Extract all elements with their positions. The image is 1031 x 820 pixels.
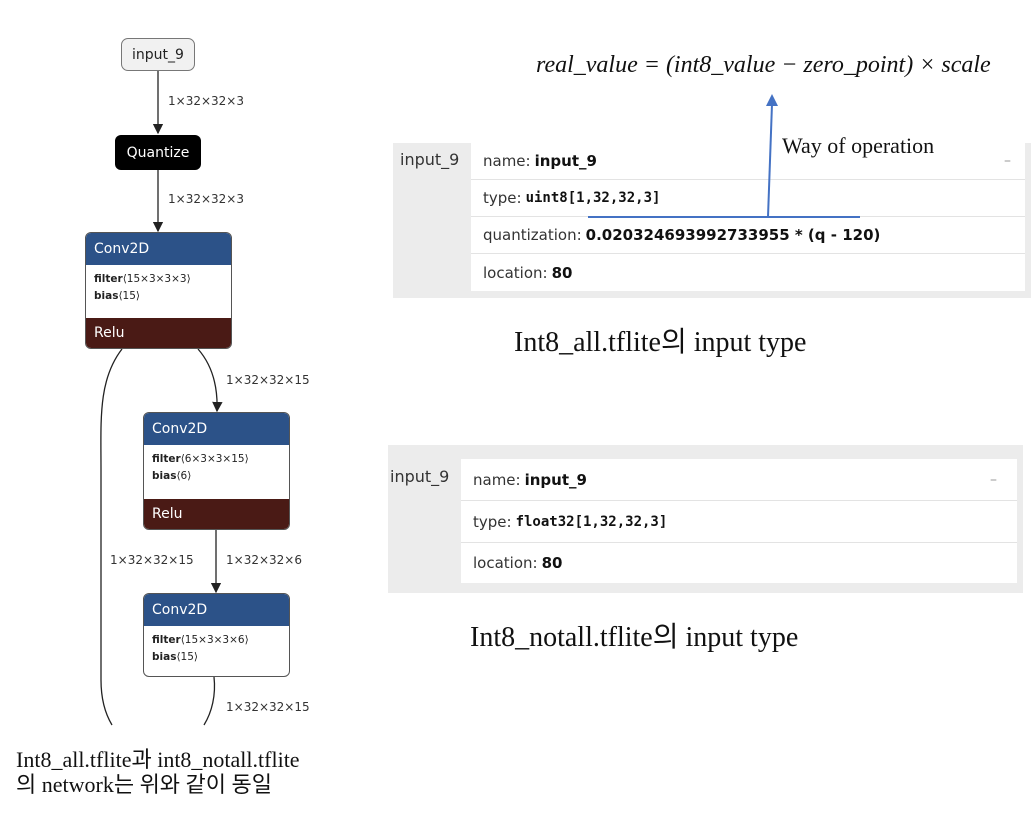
- panel-all-location-value: 80: [551, 263, 573, 282]
- properties-panel-int8-all: input_9 name: input_9 – type: uint8[1,32…: [393, 143, 1031, 298]
- panel-notall-type-value: float32[1,32,32,3]: [515, 513, 668, 530]
- conv2d-node-1-title: Conv2D: [86, 233, 231, 265]
- panel-all-quantization-row[interactable]: quantization: 0.020324693992733955 * (q …: [471, 217, 1025, 254]
- panel-notall-location-row[interactable]: location: 80: [461, 543, 1017, 583]
- conv2d-node-2-attributes: filter⟨6×3×3×15⟩ bias⟨6⟩: [144, 445, 289, 490]
- conv2d-node-1-attributes: filter⟨15×3×3×3⟩ bias⟨15⟩: [86, 265, 231, 310]
- edge-label-conv1-to-conv2: 1×32×32×15: [226, 373, 310, 387]
- conv2d-node-2-bias: bias⟨6⟩: [152, 470, 192, 482]
- panel-all-type-key: type:: [483, 189, 522, 207]
- conv2d-node-3-attributes: filter⟨15×3×3×6⟩ bias⟨15⟩: [144, 626, 289, 671]
- edge-label-quantize-to-conv1: 1×32×32×3: [168, 192, 244, 206]
- conv2d-node-1[interactable]: Conv2D filter⟨15×3×3×3⟩ bias⟨15⟩ Relu: [85, 232, 232, 349]
- panel-notall-name-row[interactable]: name: input_9 –: [461, 459, 1017, 501]
- caption-int8-all: Int8_all.tflite의 input type: [514, 327, 807, 358]
- panel-notall-type-key: type:: [473, 512, 512, 531]
- conv2d-node-3-filter: filter⟨15×3×3×6⟩: [152, 634, 249, 646]
- panel-notall-type-row[interactable]: type: float32[1,32,32,3]: [461, 501, 1017, 543]
- panel-notall-properties: name: input_9 – type: float32[1,32,32,3]…: [461, 459, 1017, 583]
- panel-notall-name-key: name:: [473, 470, 521, 489]
- conv2d-node-3-bias: bias⟨15⟩: [152, 651, 199, 663]
- panel-all-name-value: input_9: [534, 152, 597, 170]
- quantize-node[interactable]: Quantize: [115, 135, 201, 170]
- conv2d-node-3[interactable]: Conv2D filter⟨15×3×3×6⟩ bias⟨15⟩: [143, 593, 290, 677]
- panel-notall-node-label: input_9: [390, 467, 450, 486]
- conv2d-node-2-filter: filter⟨6×3×3×15⟩: [152, 453, 249, 465]
- panel-all-location-row[interactable]: location: 80: [471, 254, 1025, 291]
- panel-all-collapse-icon[interactable]: –: [1004, 153, 1011, 169]
- dequantization-formula: real_value = (int8_value − zero_point) ×…: [536, 52, 991, 78]
- panel-all-node-label: input_9: [400, 150, 460, 169]
- conv2d-node-1-activation: Relu: [86, 318, 231, 348]
- network-note-line1: Int8_all.tflite과 int8_notall.tflite: [16, 747, 300, 772]
- panel-all-quantization-key: quantization:: [483, 226, 582, 244]
- edge-conv1-to-conv2: [197, 348, 223, 413]
- annotation-arrow: [588, 94, 860, 218]
- conv2d-node-1-bias: bias⟨15⟩: [94, 290, 141, 302]
- panel-all-name-row[interactable]: name: input_9 –: [471, 143, 1025, 180]
- annotation-arrow-shaft: [767, 103, 773, 218]
- conv2d-node-2[interactable]: Conv2D filter⟨6×3×3×15⟩ bias⟨6⟩ Relu: [143, 412, 290, 530]
- conv2d-node-1-filter: filter⟨15×3×3×3⟩: [94, 273, 191, 285]
- edge-conv3-out: [203, 676, 216, 726]
- panel-notall-location-key: location:: [473, 554, 538, 572]
- quantize-node-label: Quantize: [126, 144, 190, 161]
- annotation-label: Way of operation: [782, 133, 935, 158]
- annotation-arrow-head: [766, 94, 778, 106]
- edge-label-conv3-out: 1×32×32×15: [226, 700, 310, 714]
- network-note: Int8_all.tflite과 int8_notall.tflite 의 ne…: [16, 747, 300, 797]
- input-node-label: input_9: [132, 46, 184, 63]
- edge-skip-connection: [100, 348, 123, 726]
- panel-all-quantization-value: 0.020324693992733955 * (q - 120): [585, 226, 881, 244]
- panel-all-type-value: uint8[1,32,32,3]: [525, 190, 661, 206]
- panel-notall-location-value: 80: [541, 554, 563, 572]
- conv2d-node-2-activation: Relu: [144, 499, 289, 529]
- caption-int8-notall: Int8_notall.tflite의 input type: [470, 622, 799, 653]
- panel-notall-collapse-icon[interactable]: –: [990, 471, 997, 488]
- panel-notall-name-value: input_9: [524, 470, 587, 489]
- conv2d-node-3-title: Conv2D: [144, 594, 289, 626]
- edge-label-input-to-quantize: 1×32×32×3: [168, 94, 244, 108]
- panel-all-properties: name: input_9 – type: uint8[1,32,32,3] q…: [471, 143, 1025, 291]
- edge-label-conv2-to-conv3: 1×32×32×6: [226, 553, 302, 567]
- panel-all-name-key: name:: [483, 152, 531, 170]
- edge-label-skip-connection: 1×32×32×15: [110, 553, 194, 567]
- network-note-line2: 의 network는 위와 같이 동일: [16, 772, 273, 797]
- graph-edges: [100, 71, 223, 726]
- panel-all-location-key: location:: [483, 263, 548, 282]
- properties-panel-int8-notall: input_9 name: input_9 – type: float32[1,…: [388, 445, 1023, 593]
- input-node[interactable]: input_9: [121, 38, 195, 71]
- conv2d-node-2-title: Conv2D: [144, 413, 289, 445]
